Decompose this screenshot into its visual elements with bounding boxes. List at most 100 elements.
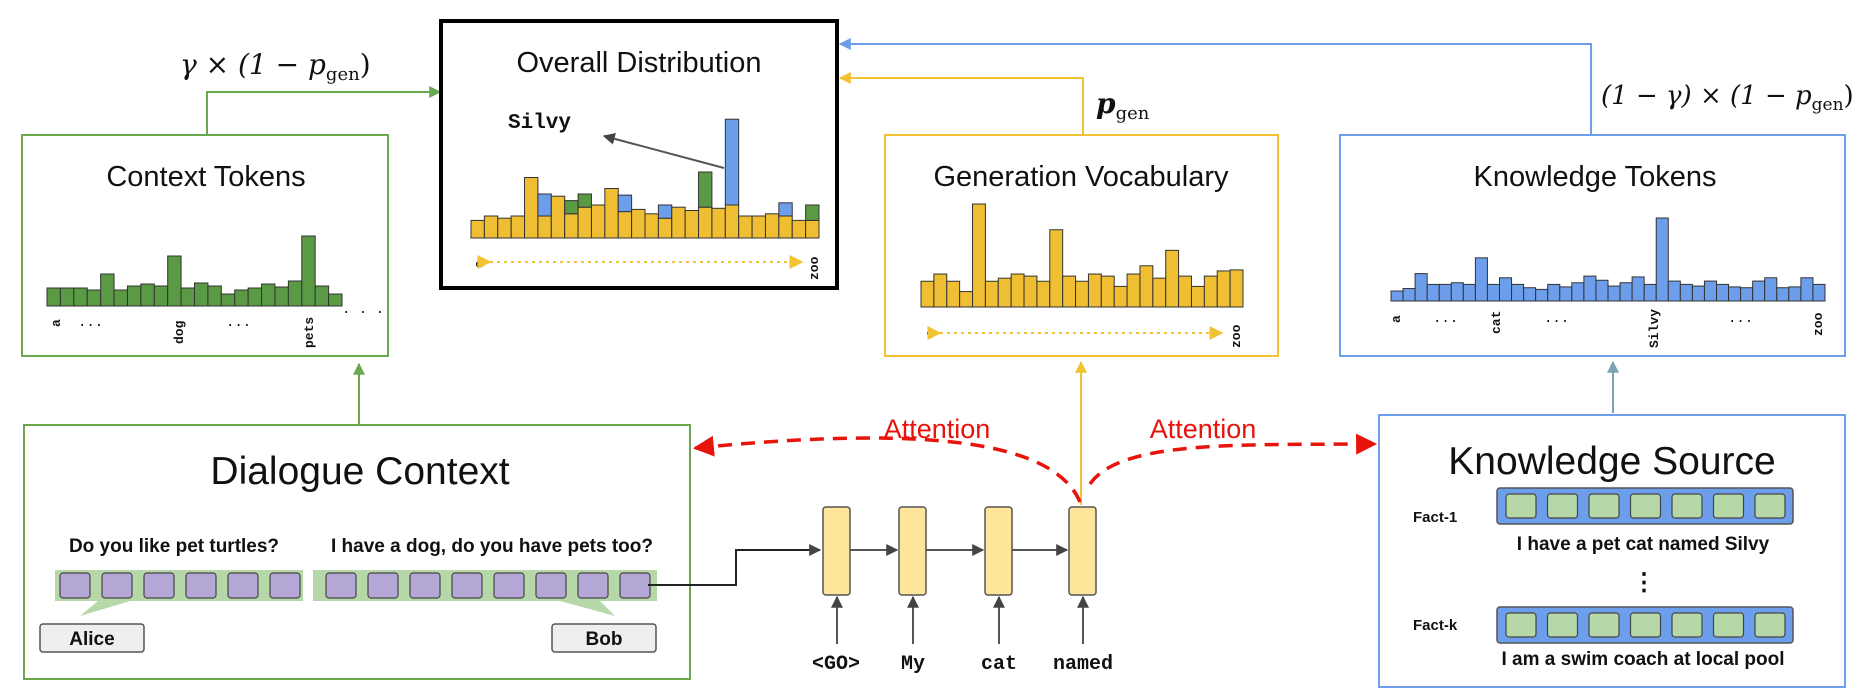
generation-bar-10 (1036, 280, 1051, 308)
overall-bar-yellow-13 (631, 208, 646, 239)
knowledge-bar-16 (1571, 282, 1585, 302)
context-bar-9 (153, 285, 169, 307)
knowledge-bar-12 (1523, 287, 1537, 302)
generation-bar-18 (1139, 265, 1154, 308)
generation-title: Generation Vocabulary (933, 161, 1229, 193)
fact-token-cell (1546, 612, 1579, 638)
knowledge-bar-1 (1390, 290, 1404, 302)
overall-axis-end: zoo (807, 256, 822, 280)
generation-bar-2 (933, 273, 948, 308)
overall-bar-blue-24 (778, 202, 793, 217)
generation-bar-16 (1113, 285, 1128, 308)
generation-vocabulary-box: Generation Vocabulary a zoo (884, 134, 1279, 357)
knowledge-bar-2 (1402, 288, 1416, 302)
decoder-cell-2 (898, 506, 927, 596)
fact-k-text: I am a swim coach at local pool (1502, 649, 1785, 670)
overall-bar-yellow-16 (671, 206, 686, 239)
knowledge-bar-35 (1800, 277, 1814, 302)
context-bar-22 (328, 293, 343, 307)
context-bar-12 (194, 282, 209, 307)
generation-weight-formula: pgen (1096, 87, 1150, 124)
knowledge-bar-8 (1474, 257, 1488, 302)
bob-speaker-label: Bob (586, 629, 623, 650)
generation-bar-23 (1203, 275, 1218, 308)
knowledge-bar-10 (1499, 277, 1513, 302)
knowledge-tick-ellipsis-2: ... (1544, 311, 1569, 327)
fact-token-cell (1588, 612, 1620, 638)
knowledge-bar-19 (1607, 285, 1621, 302)
generation-axis-start: a (923, 329, 938, 337)
generation-bar-25 (1229, 269, 1244, 308)
generation-bar-6 (984, 280, 999, 308)
dialogue-token-cell (409, 572, 441, 599)
knowledge-bar-33 (1776, 287, 1790, 302)
dialogue-token-cell (619, 572, 651, 599)
fact-token-cell (1629, 493, 1662, 519)
knowledge-bar-36 (1812, 283, 1826, 302)
generation-bar-9 (1023, 275, 1038, 308)
context-to-overall-arrow (206, 86, 442, 134)
overall-bar-blue-15 (657, 204, 673, 219)
context-bar-17 (261, 283, 276, 307)
silvy-pointer-label: Silvy (508, 112, 571, 135)
overall-bar-green-26 (805, 204, 820, 221)
context-tick-ellipsis-3: . . . (342, 302, 384, 318)
knowledge-tick-silvy: Silvy (1647, 309, 1662, 348)
utterance-1: Do you like pet turtles? (69, 536, 279, 557)
knowledge-bar-14 (1547, 283, 1561, 302)
overall-bar-green-18 (698, 171, 713, 208)
context-bar-6 (113, 289, 128, 307)
context-bar-13 (207, 285, 222, 307)
overall-bar-yellow-8 (564, 213, 579, 239)
alice-speaker-tag (39, 623, 145, 653)
knowledge-bar-32 (1764, 277, 1778, 302)
generation-bar-12 (1062, 275, 1077, 308)
context-bars (46, 235, 343, 307)
overall-bar-blue-12 (617, 194, 633, 213)
decoder-token-go: <GO> (812, 653, 860, 676)
knowledge-bar-7 (1462, 283, 1476, 302)
fact-token-cells (1505, 493, 1786, 638)
knowledge-bar-4 (1426, 283, 1440, 302)
context-bar-8 (140, 283, 155, 307)
decoder-token-my: My (901, 653, 925, 676)
generation-bar-20 (1165, 249, 1180, 308)
fact-token-cell (1754, 612, 1786, 638)
knowledge-bar-28 (1716, 283, 1730, 302)
context-bar-16 (247, 287, 263, 307)
fact-token-cell (1671, 612, 1703, 638)
context-bar-15 (234, 289, 249, 307)
knowledge-bar-21 (1631, 276, 1645, 302)
knowledge-bar-30 (1740, 287, 1754, 302)
overall-bar-yellow-22 (751, 215, 766, 239)
fact-token-cell (1588, 493, 1620, 519)
decoder: <GO> My cat named (812, 360, 1113, 676)
fact-1-label: Fact-1 (1413, 509, 1457, 526)
knowledge-bars (1390, 217, 1826, 302)
overall-bar-yellow-15 (657, 217, 673, 239)
overall-bar-yellow-6 (537, 215, 552, 239)
overall-bar-yellow-21 (738, 215, 753, 239)
generation-bar-13 (1075, 280, 1089, 308)
overall-bar-yellow-20 (724, 204, 740, 239)
knowledge-tokens-box: Knowledge Tokens a ... cat ... Silvy ...… (1339, 134, 1846, 357)
overall-bar-yellow-10 (590, 204, 606, 239)
context-bar-5 (100, 273, 115, 307)
top-connectors (206, 38, 1592, 134)
dialogue-token-cell (535, 572, 567, 599)
context-tick-pets: pets (302, 317, 317, 348)
generation-bar-3 (946, 280, 961, 308)
overall-bar-yellow-25 (791, 219, 807, 239)
generation-bar-24 (1216, 270, 1231, 308)
decoder-cell-4 (1068, 506, 1097, 596)
context-bar-11 (180, 287, 196, 307)
attention-right-arrow (1088, 433, 1378, 485)
context-bar-4 (86, 289, 102, 307)
knowledge-tick-ellipsis-1: ... (1433, 311, 1458, 327)
dialogue-token-cell (325, 572, 357, 599)
knowledge-bar-26 (1691, 285, 1705, 302)
dialogue-token-cells (59, 572, 651, 599)
knowledge-bar-17 (1583, 275, 1597, 302)
fact-token-cell (1754, 493, 1786, 519)
